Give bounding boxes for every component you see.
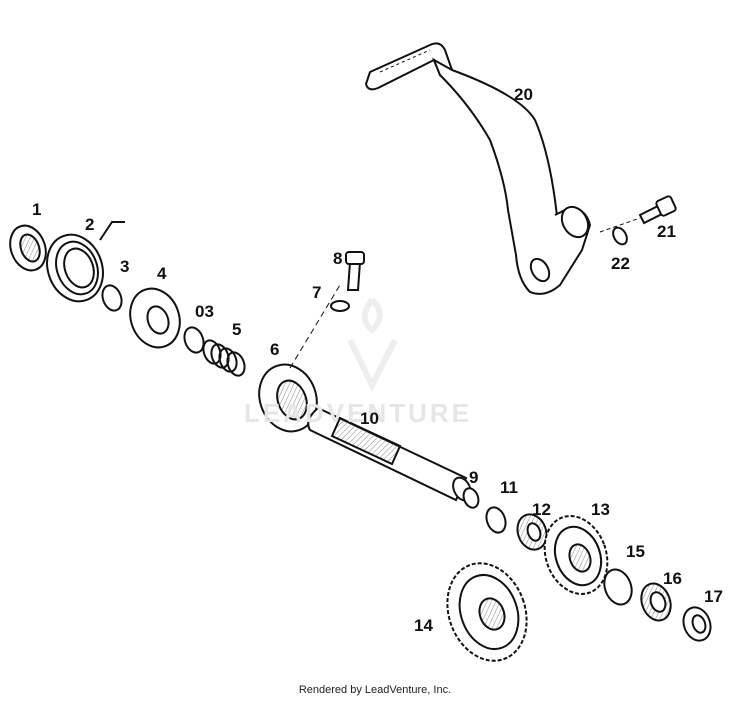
ring-9 (462, 487, 480, 509)
label-1: 1 (32, 200, 42, 219)
label-10: 10 (360, 409, 379, 428)
needle-bearing-12 (516, 513, 548, 551)
label-9: 9 (469, 468, 479, 487)
ring-03 (183, 326, 205, 354)
washer-15 (603, 568, 633, 606)
label-11: 11 (500, 478, 518, 497)
label-22: 22 (611, 254, 630, 273)
needle-bearing-16 (640, 582, 672, 622)
label-8: 8 (333, 249, 343, 268)
label-17: 17 (704, 587, 723, 606)
bushing-17 (682, 606, 712, 642)
coil-spring-5 (202, 339, 246, 377)
label-5: 5 (232, 320, 242, 339)
washer-7 (330, 300, 350, 312)
stud-8 (345, 251, 365, 291)
label-2: 2 (85, 215, 95, 234)
label-21: 21 (657, 222, 676, 241)
label-15: 15 (626, 542, 645, 561)
circlip-3 (101, 284, 123, 312)
label-3: 3 (120, 257, 130, 276)
label-14: 14 (414, 616, 433, 635)
watermark-logo (347, 297, 398, 392)
label-6: 6 (270, 340, 280, 359)
bolt-21 (599, 195, 677, 233)
kick-shaft-10 (307, 406, 472, 502)
label-4: 4 (157, 264, 167, 283)
drive-hub-6 (258, 284, 341, 433)
label-13: 13 (591, 500, 610, 519)
label-20: 20 (514, 85, 533, 104)
footer-credit: Rendered by LeadVenture, Inc. (298, 684, 452, 696)
label-12: 12 (532, 500, 551, 519)
kick-spring-2 (46, 221, 125, 303)
disc-4 (129, 287, 181, 349)
label-16: 16 (663, 569, 682, 588)
label-03: 03 (195, 302, 214, 321)
watermark-text: LEADVENTURE (244, 398, 473, 428)
washer-22 (612, 226, 628, 246)
label-7: 7 (312, 283, 322, 302)
ring-gear-1 (9, 224, 47, 272)
gear-14 (446, 562, 528, 662)
kickstart-lever (364, 42, 592, 295)
gear-13 (543, 515, 609, 595)
washer-11 (485, 506, 507, 534)
